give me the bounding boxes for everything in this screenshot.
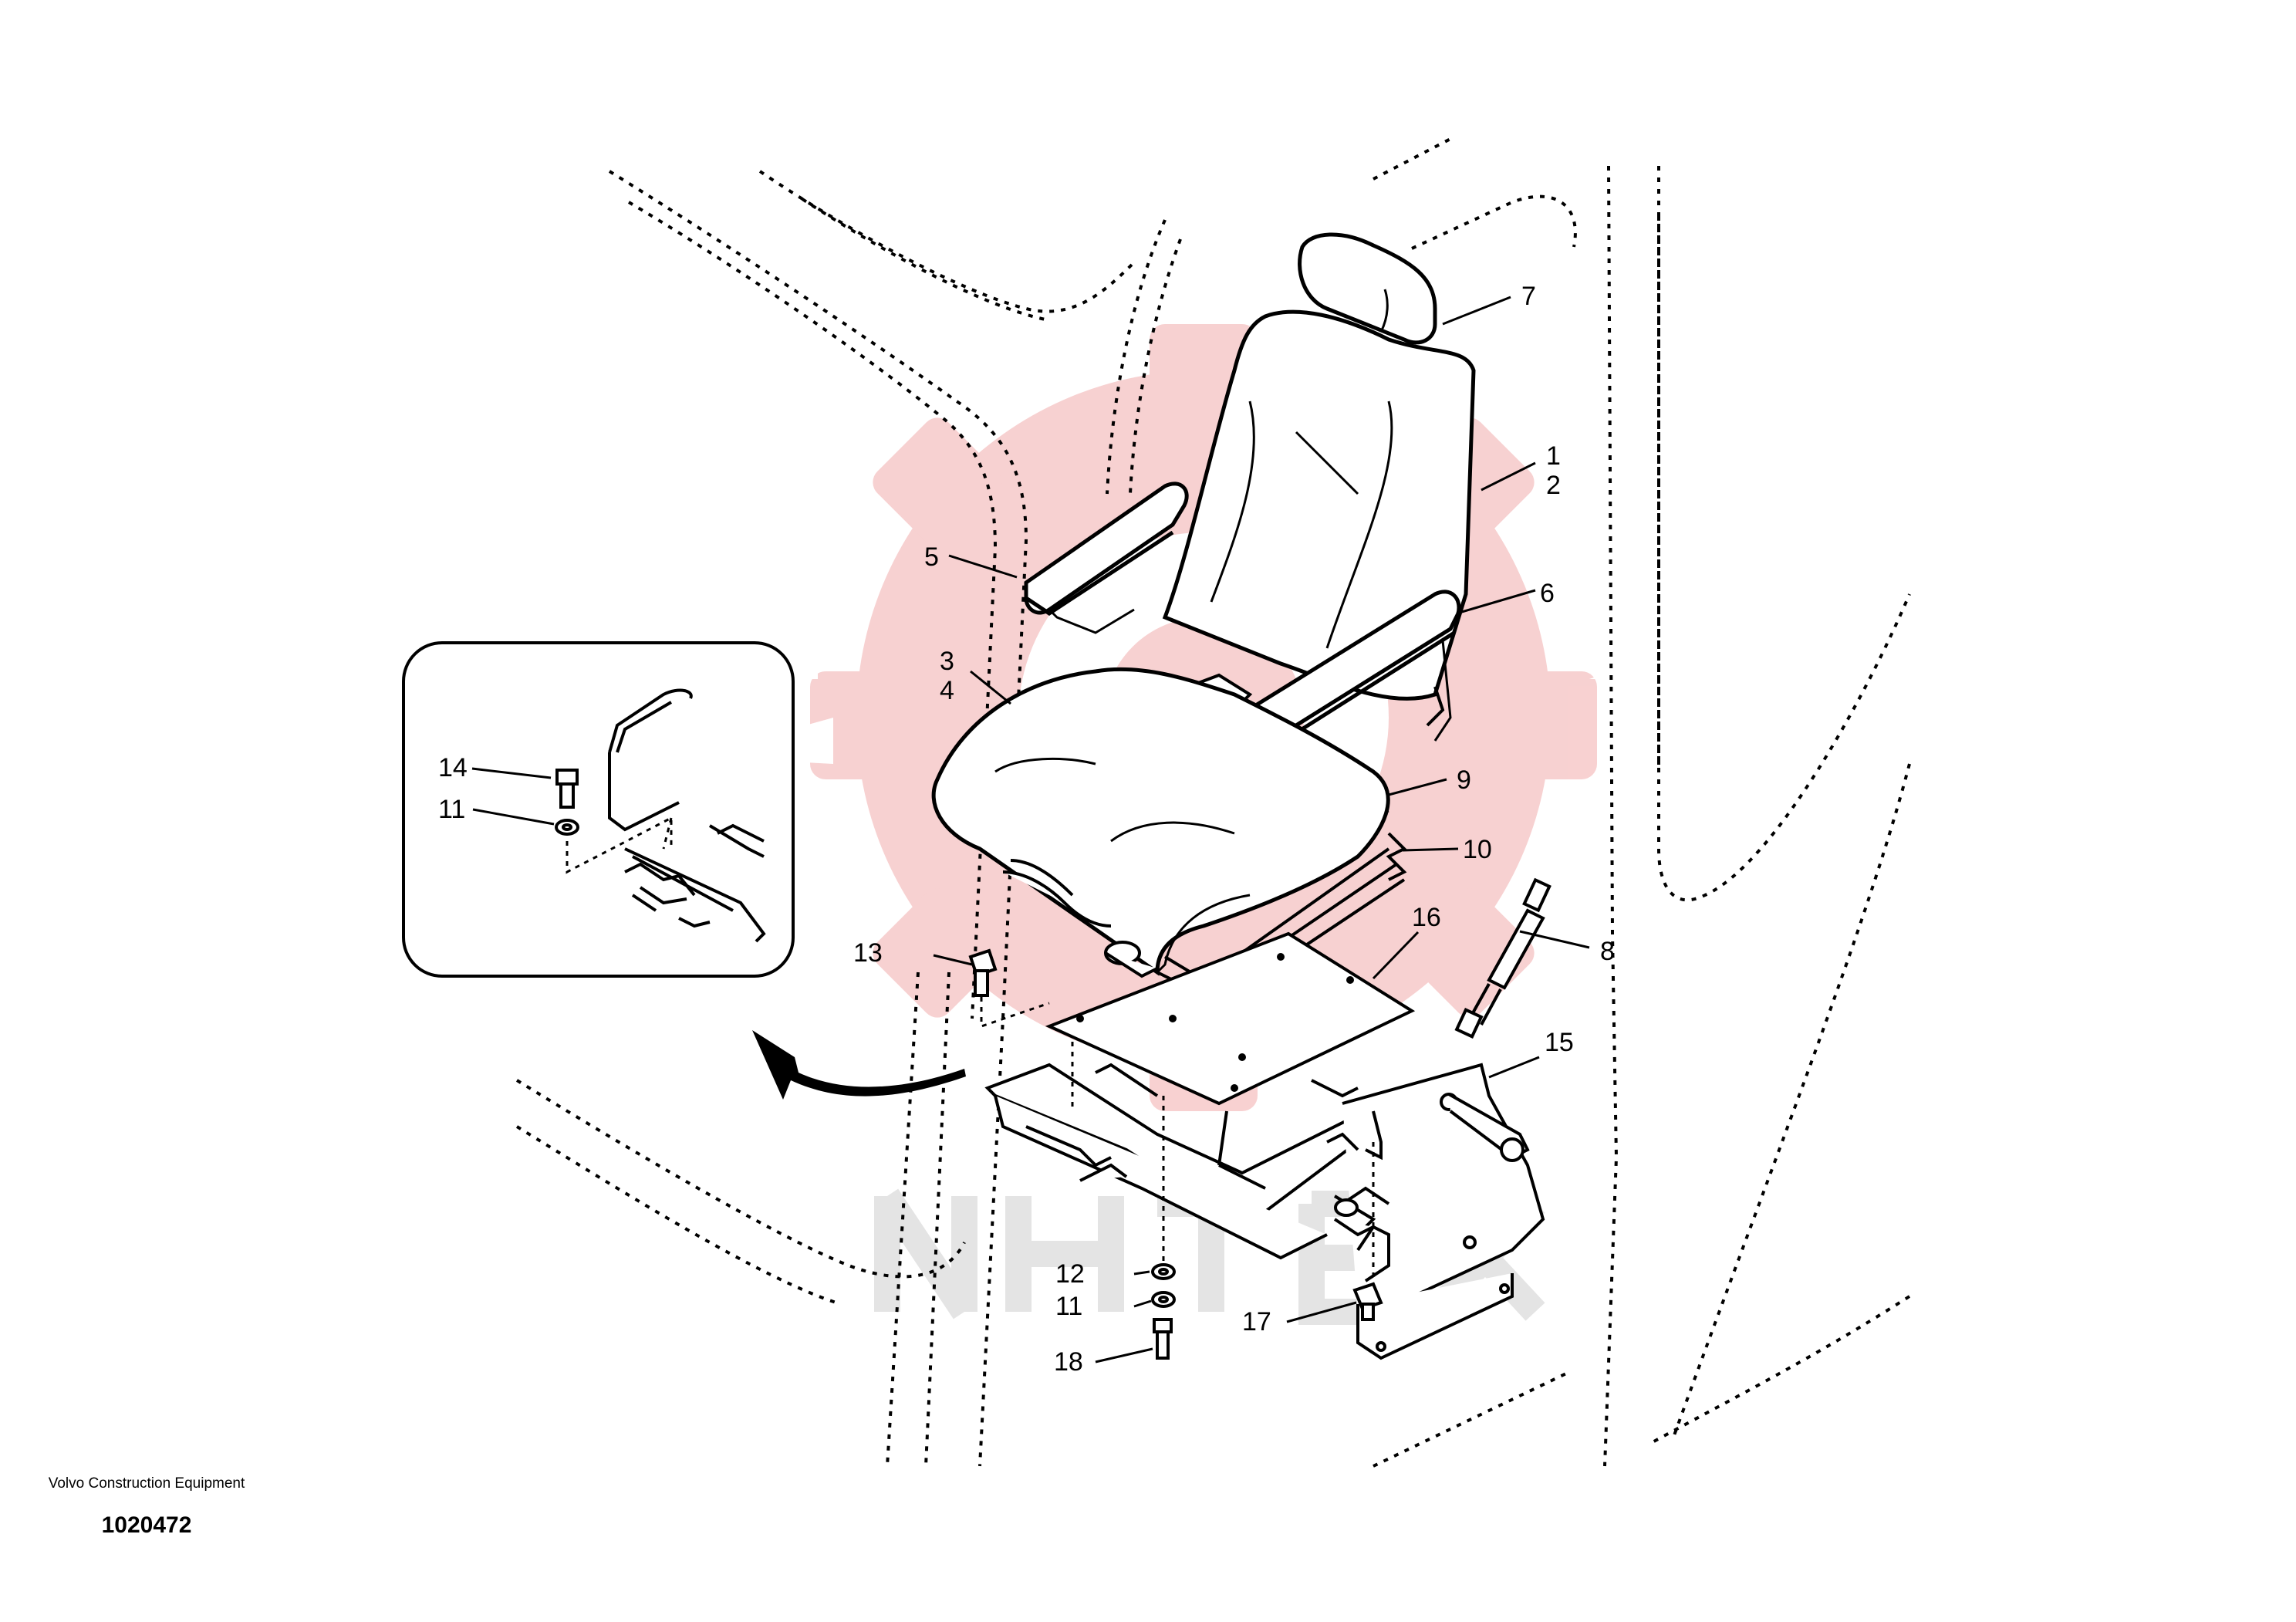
callout-16: 16 [1412,903,1441,932]
callout-1: 1 [1546,441,1561,471]
callout-11: 11 [1055,1292,1082,1321]
callout-6: 6 [1540,579,1555,608]
seat-headrest [1298,232,1437,345]
leader-lines [471,296,1590,1363]
callout-12: 12 [1055,1259,1085,1289]
direction-arrow-icon [752,1030,966,1100]
callout-9: 9 [1457,765,1471,795]
bolt-18 [1153,1318,1173,1360]
drawing-number: 1020472 [101,1512,192,1538]
callout-labels: 7 1 2 5 6 3 4 9 10 16 8 13 15 12 11 18 1… [438,282,1615,1377]
callout-10: 10 [1463,835,1492,864]
assembly-lines [980,997,1375,1281]
callout-14: 14 [438,753,468,782]
callout-5: 5 [924,542,939,572]
mounting-plate [1045,931,1416,1106]
cab-outline [515,137,1911,1468]
detail-inset [402,641,795,978]
callout-17: 17 [1242,1307,1271,1336]
callout-8: 8 [1600,937,1615,966]
slide-rail [1002,859,1158,978]
company-name: Volvo Construction Equipment [48,1475,245,1492]
callout-7: 7 [1521,282,1536,311]
seat-cushion [931,667,1390,976]
washer-12 [1151,1263,1176,1280]
callout-11-inset: 11 [438,795,465,824]
washer-11 [1151,1291,1176,1308]
left-armrest [1024,482,1189,634]
bolt-17 [1352,1282,1383,1321]
base-frame [984,1063,1545,1360]
bolt-13 [968,948,998,997]
callout-4: 4 [940,676,954,705]
callout-18: 18 [1054,1347,1083,1377]
callout-15: 15 [1545,1028,1574,1057]
gas-spring [1454,877,1551,1039]
callout-3: 3 [940,647,954,676]
callout-2: 2 [1546,471,1561,500]
callout-13: 13 [853,938,883,968]
